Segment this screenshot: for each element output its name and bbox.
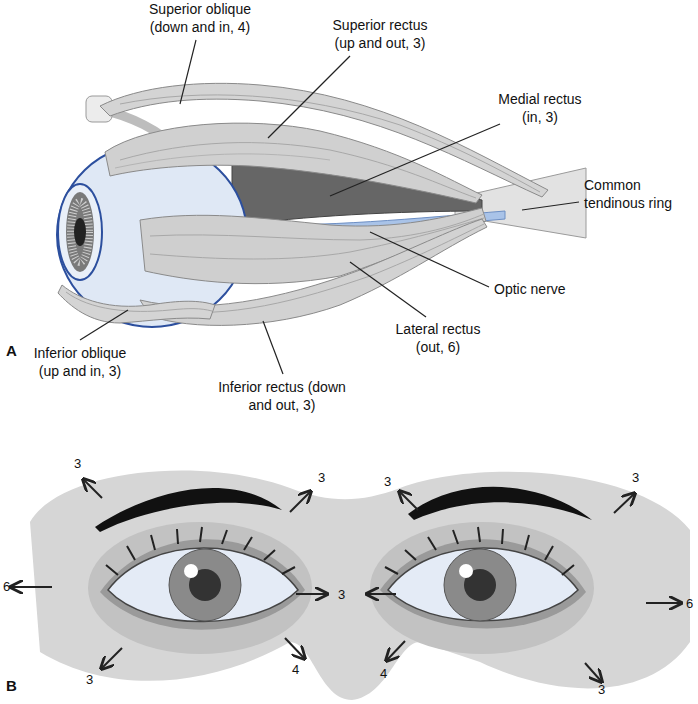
striation [120,143,476,198]
iris [66,192,94,272]
structure-label: Common tendinous ring [584,176,688,212]
striation [115,154,330,168]
direction-arrow [296,593,326,595]
leader-line [522,202,579,210]
striation [155,224,484,313]
direction-arrow [290,492,310,512]
nerve-number: 4 [380,666,387,681]
direction-arrow [400,492,418,510]
cornea [58,184,102,280]
muscle-label: Medial rectus (in, 3) [492,90,588,126]
iris-texture [71,202,89,262]
pupil [74,218,86,246]
eyebrow [408,487,592,520]
nerve-number: 3 [338,587,345,602]
direction-arrow [12,586,52,588]
muscle-label: Inferior rectus (down and out, 3) [218,378,346,414]
leader-line [268,56,350,138]
nerve-number: 6 [3,579,10,594]
inferior-oblique [58,285,215,323]
leader-lines [80,40,579,374]
direction-arrow [646,602,680,604]
direction-arrows [12,480,680,681]
iris [169,549,241,621]
iris [444,549,516,621]
highlight [459,564,473,578]
eyelid [380,539,586,628]
nerve-number: 3 [632,470,639,485]
panel-letter: A [6,342,17,359]
direction-arrow [387,641,405,660]
superior-rectus [105,123,482,203]
eye-socket [88,522,312,654]
striation [150,214,484,240]
nerve-number: 3 [598,682,605,697]
muscle-label: Superior oblique (down and in, 4) [140,0,260,36]
direction-arrow [614,494,634,513]
striation [66,292,212,311]
face-view [30,471,690,700]
eyelashes [385,527,574,575]
sclera [108,548,298,622]
nerve-number: 4 [292,662,299,677]
structure-label: Optic nerve [494,280,566,298]
leader-line [350,262,426,317]
highlight [184,564,198,578]
direction-arrow [285,638,304,658]
leader-line [330,124,500,196]
eye-socket [370,522,594,654]
nerve-number: 3 [318,470,325,485]
face-mask [30,471,690,700]
muscle-label: Inferior oblique (up and in, 3) [22,344,138,380]
leader-line [263,321,283,374]
direction-arrow [368,593,396,595]
panel-letter: B [6,677,17,694]
direction-arrow [585,663,601,681]
muscle-label: Lateral rectus (out, 6) [386,320,490,356]
leader-line [370,232,489,287]
eyelashes [106,527,295,575]
nerve-number: 3 [86,672,93,687]
leader-line [80,310,128,340]
nerve-number: 6 [686,596,693,611]
eye-side-view [57,83,586,327]
muscle-label: Superior rectus (up and out, 3) [322,16,438,52]
eyebrow [95,488,282,532]
leader-line [180,40,196,104]
nerve-number: 3 [74,456,81,471]
direction-arrow [84,480,102,498]
sclera [388,548,578,621]
nerve-number: 3 [384,474,391,489]
direction-arrow [102,648,122,668]
